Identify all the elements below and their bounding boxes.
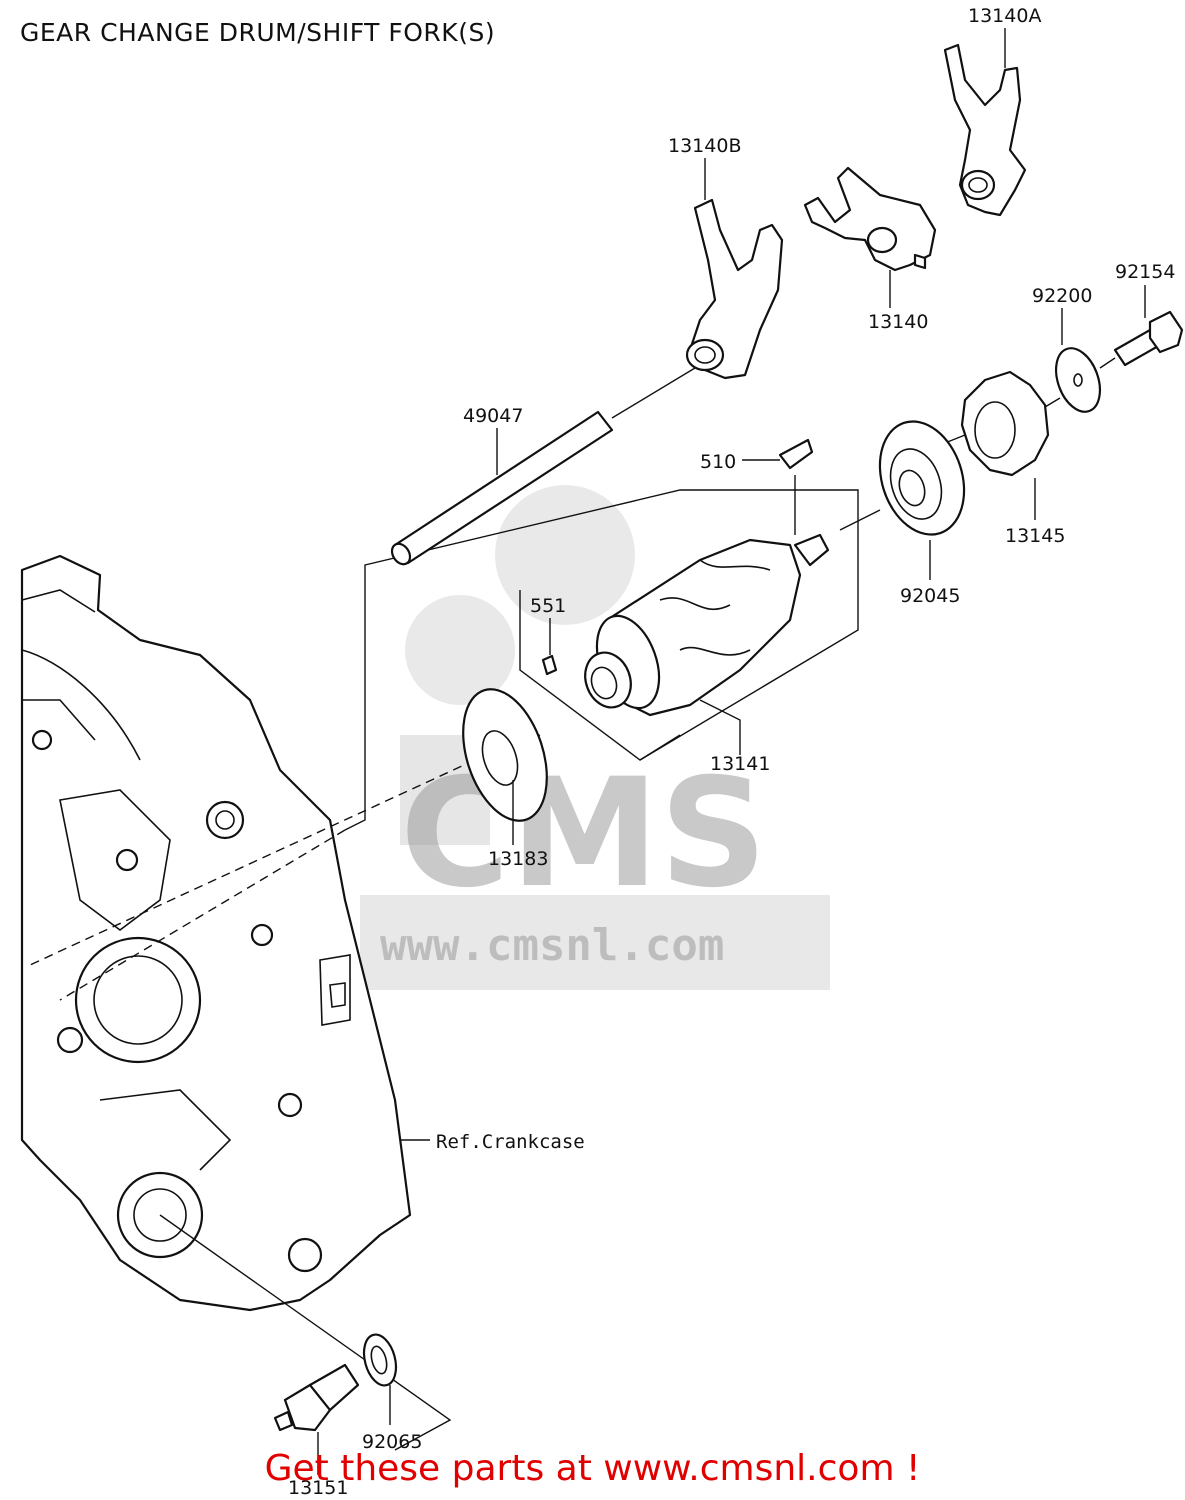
part-pin-551 [519,590,681,761]
label-13140: 13140 [868,311,928,333]
label-13183: 13183 [488,848,548,870]
label-13151: 13151 [288,1477,348,1499]
part-switch-13151 [273,1363,360,1475]
footer-link-text[interactable]: Get these parts at www.cmsnl.com ! [264,1448,921,1489]
part-shift-drum-13141 [584,533,830,755]
label-92154: 92154 [1115,261,1175,283]
label-49047: 49047 [463,405,523,427]
part-shift-fork-13140A [943,28,1027,217]
part-bearing-92045 [839,420,966,580]
part-shift-fork-13140 [803,166,937,308]
part-washer-92200 [1039,308,1102,413]
watermark-url: www.cmsnl.com [380,920,724,971]
crankcase-reference [20,554,412,1312]
part-pin-510 [742,438,814,535]
watermark-logo: CMS [400,747,767,921]
label-92045: 92045 [900,585,960,607]
label-ref-crankcase: Ref.Crankcase [436,1131,585,1153]
label-13140B: 13140B [668,135,741,157]
label-92200: 92200 [1032,285,1092,307]
label-92065: 92065 [362,1431,422,1453]
part-holder-13145 [939,370,1050,520]
part-shift-fork-13140B [685,158,784,380]
label-551: 551 [530,595,566,617]
part-shift-rod-49047 [390,367,696,566]
part-washer-92065 [362,1333,398,1425]
label-13141: 13141 [710,753,770,775]
diagram-title: GEAR CHANGE DRUM/SHIFT FORK(S) [20,18,496,47]
label-13145: 13145 [1005,525,1065,547]
part-bolt-92154 [1099,285,1184,369]
label-510: 510 [700,451,736,473]
cms-watermark: CMS www.cmsnl.com [360,485,830,990]
part-plate-13183 [462,688,548,845]
label-13140A: 13140A [968,5,1041,27]
